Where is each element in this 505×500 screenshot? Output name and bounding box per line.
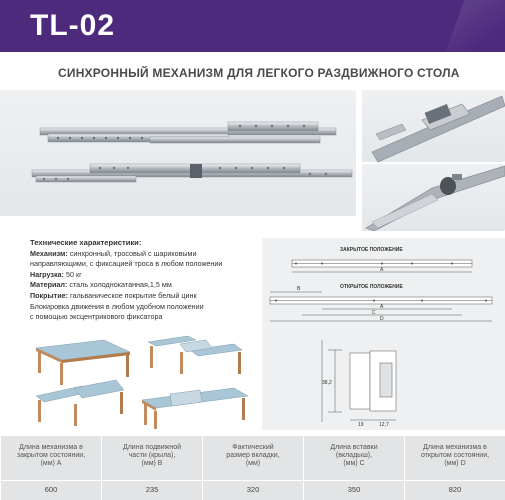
dim-width-2: 12,7: [379, 422, 389, 428]
page-title: СИНХРОННЫЙ МЕХАНИЗМ ДЛЯ ЛЕГКОГО РАЗДВИЖН…: [58, 66, 460, 80]
table-column: Длина механизма в закрытом состоянии, (м…: [0, 436, 101, 500]
dim-d: D: [380, 316, 384, 322]
table-open-illustration: [141, 387, 249, 429]
spec-load: Нагрузка: 50 кг: [30, 270, 280, 281]
spec-material-label: Материал:: [30, 280, 68, 290]
detail-photo-bottom: [362, 164, 505, 231]
dim-width-1: 19: [358, 422, 364, 428]
column-header: Длина подвижной части (крыла), (мм) B: [122, 444, 182, 467]
column-value: 600: [44, 485, 58, 494]
dimensions-table: Длина механизма в закрытом состоянии, (м…: [0, 436, 505, 500]
column-value: 350: [347, 485, 361, 494]
dim-a-open: A: [380, 304, 384, 310]
table-half-open-illustration: [35, 379, 125, 426]
column-header: Длина механизма в открытом состоянии, (м…: [420, 444, 490, 467]
table-opening-illustration: [147, 335, 243, 374]
table-closed-illustration: [35, 339, 131, 385]
column-header: Фактический размер вкладки, (мм): [226, 444, 280, 467]
spec-material: Материал: сталь холоднокатанная,1,5 мм: [30, 280, 280, 291]
rails-photo: [0, 90, 356, 216]
column-value: 820: [448, 485, 462, 494]
table-column: Длина подвижной части (крыла), (мм) B 23…: [101, 436, 202, 500]
spec-material-text: сталь холоднокатанная,1,5 мм: [67, 280, 172, 290]
header-bar: TL-02: [0, 0, 505, 52]
table-row-divider: [0, 480, 505, 481]
spec-mechanism-text: синхронный, тросовый с шариковыми: [67, 248, 197, 258]
dim-height: 38,2: [322, 380, 332, 386]
specifications: Технические характеристики: Механизм: си…: [30, 238, 280, 323]
spec-coating: Покрытие: гальваническое покрытие белый …: [30, 291, 280, 302]
detail-photo-top: [362, 90, 505, 162]
spec-mechanism-label: Механизм:: [30, 248, 68, 258]
dim-a-closed: A: [380, 267, 384, 273]
dim-b: B: [297, 286, 301, 292]
closed-position-label: ЗАКРЫТОЕ ПОЛОЖЕНИЕ: [340, 247, 403, 253]
table-column: Длина вставки (вкладыш), (мм) C 350: [303, 436, 404, 500]
column-header: Длина вставки (вкладыш), (мм) C: [330, 444, 378, 467]
spec-load-label: Нагрузка:: [30, 269, 64, 279]
open-position-label: ОТКРЫТОЕ ПОЛОЖЕНИЕ: [340, 284, 403, 290]
technical-drawing: ЗАКРЫТОЕ ПОЛОЖЕНИЕ ОТКРЫТОЕ ПОЛОЖЕНИЕ A …: [262, 238, 505, 430]
model-code: TL-02: [30, 9, 116, 42]
column-value: 320: [246, 485, 260, 494]
spec-mechanism-cont: направляющими, с фиксацией троса в любом…: [30, 259, 223, 269]
column-header: Длина механизма в закрытом состоянии, (м…: [16, 444, 86, 467]
spec-lock-2: с помощью эксцентрикового фиксатора: [30, 312, 163, 322]
spec-load-text: 50 кг: [63, 269, 82, 279]
spec-coating-text: гальваническое покрытие белый цинк: [68, 290, 197, 300]
table-column: Фактический размер вкладки, (мм) 320: [202, 436, 303, 500]
column-value: 235: [145, 485, 159, 494]
specs-heading: Технические характеристики:: [30, 238, 142, 247]
spec-coating-label: Покрытие:: [30, 290, 69, 300]
table-column: Длина механизма в открытом состоянии, (м…: [404, 436, 505, 500]
table-illustrations: [30, 330, 252, 430]
spec-mechanism: Механизм: синхронный, тросовый с шариков…: [30, 249, 280, 260]
dim-c: C: [372, 310, 376, 316]
spec-lock-1: Блокировка движения в любом удобном поло…: [30, 301, 204, 311]
